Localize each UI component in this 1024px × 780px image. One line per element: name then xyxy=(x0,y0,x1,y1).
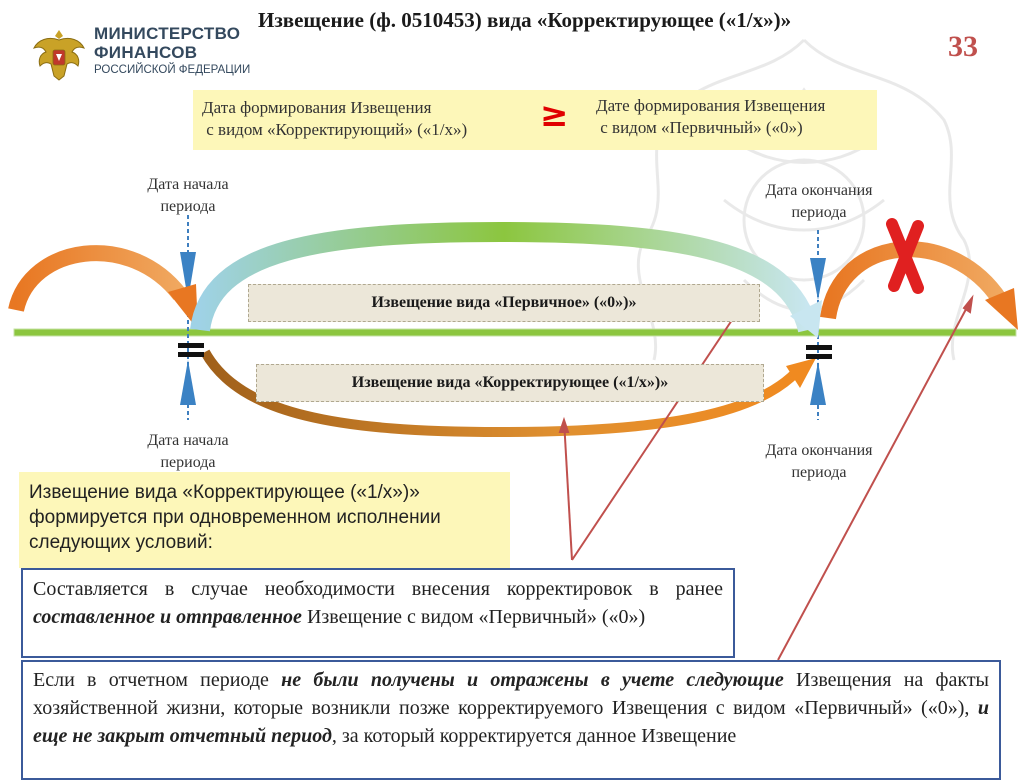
conditions-intro-line2: формируется при одновременном исполнении xyxy=(29,505,500,530)
end-date-top-label: Дата окончания периода xyxy=(734,180,904,224)
start-bottom-triangle xyxy=(180,360,196,405)
condition-box-2: Если в отчетном периоде не были получены… xyxy=(21,660,1001,780)
condition1-text2: Извещение с видом «Первичный» («0») xyxy=(302,606,645,628)
condition1-emphasis: составленное и отправленное xyxy=(33,606,302,628)
conditions-intro-line1: Извещение вида «Корректирующее («1/х»)» xyxy=(29,480,500,505)
end-top-triangle xyxy=(810,258,826,300)
correcting-notice-label: Извещение вида «Корректирующее («1/х»)» xyxy=(256,364,764,402)
start-top-label-line2: периода xyxy=(118,196,258,218)
condition2-emphasis1: не были получены и отражены в учете след… xyxy=(281,669,784,691)
end-bottom-label-line1: Дата окончания xyxy=(734,440,904,462)
end-date-bottom-label: Дата окончания периода xyxy=(734,440,904,484)
condition-box-1: Составляется в случае необходимости внес… xyxy=(21,568,735,658)
condition2-text3: , за который корректируется данное Извещ… xyxy=(332,725,736,747)
end-top-label-line2: периода xyxy=(734,202,904,224)
end-top-label-line1: Дата окончания xyxy=(734,180,904,202)
timeline-line xyxy=(14,329,1016,336)
start-top-label-line1: Дата начала xyxy=(118,174,258,196)
start-date-top-label: Дата начала периода xyxy=(118,174,258,218)
primary-notice-label: Извещение вида «Первичное» («0»)» xyxy=(248,284,760,322)
pointer-line-2 xyxy=(564,420,572,560)
end-bottom-label-line2: периода xyxy=(734,462,904,484)
conditions-intro-box: Извещение вида «Корректирующее («1/х»)» … xyxy=(19,472,510,568)
condition2-text1: Если в отчетном периоде xyxy=(33,669,281,691)
start-bottom-label-line2: периода xyxy=(118,452,258,474)
start-bottom-label-line1: Дата начала xyxy=(118,430,258,452)
start-date-bottom-label: Дата начала периода xyxy=(118,430,258,474)
prev-period-arrow xyxy=(16,253,180,310)
end-bottom-triangle xyxy=(810,362,826,405)
start-equals-icon xyxy=(178,343,204,357)
condition1-text1: Составляется в случае необходимости внес… xyxy=(33,578,723,600)
conditions-intro-line3: следующих условий: xyxy=(29,530,500,555)
